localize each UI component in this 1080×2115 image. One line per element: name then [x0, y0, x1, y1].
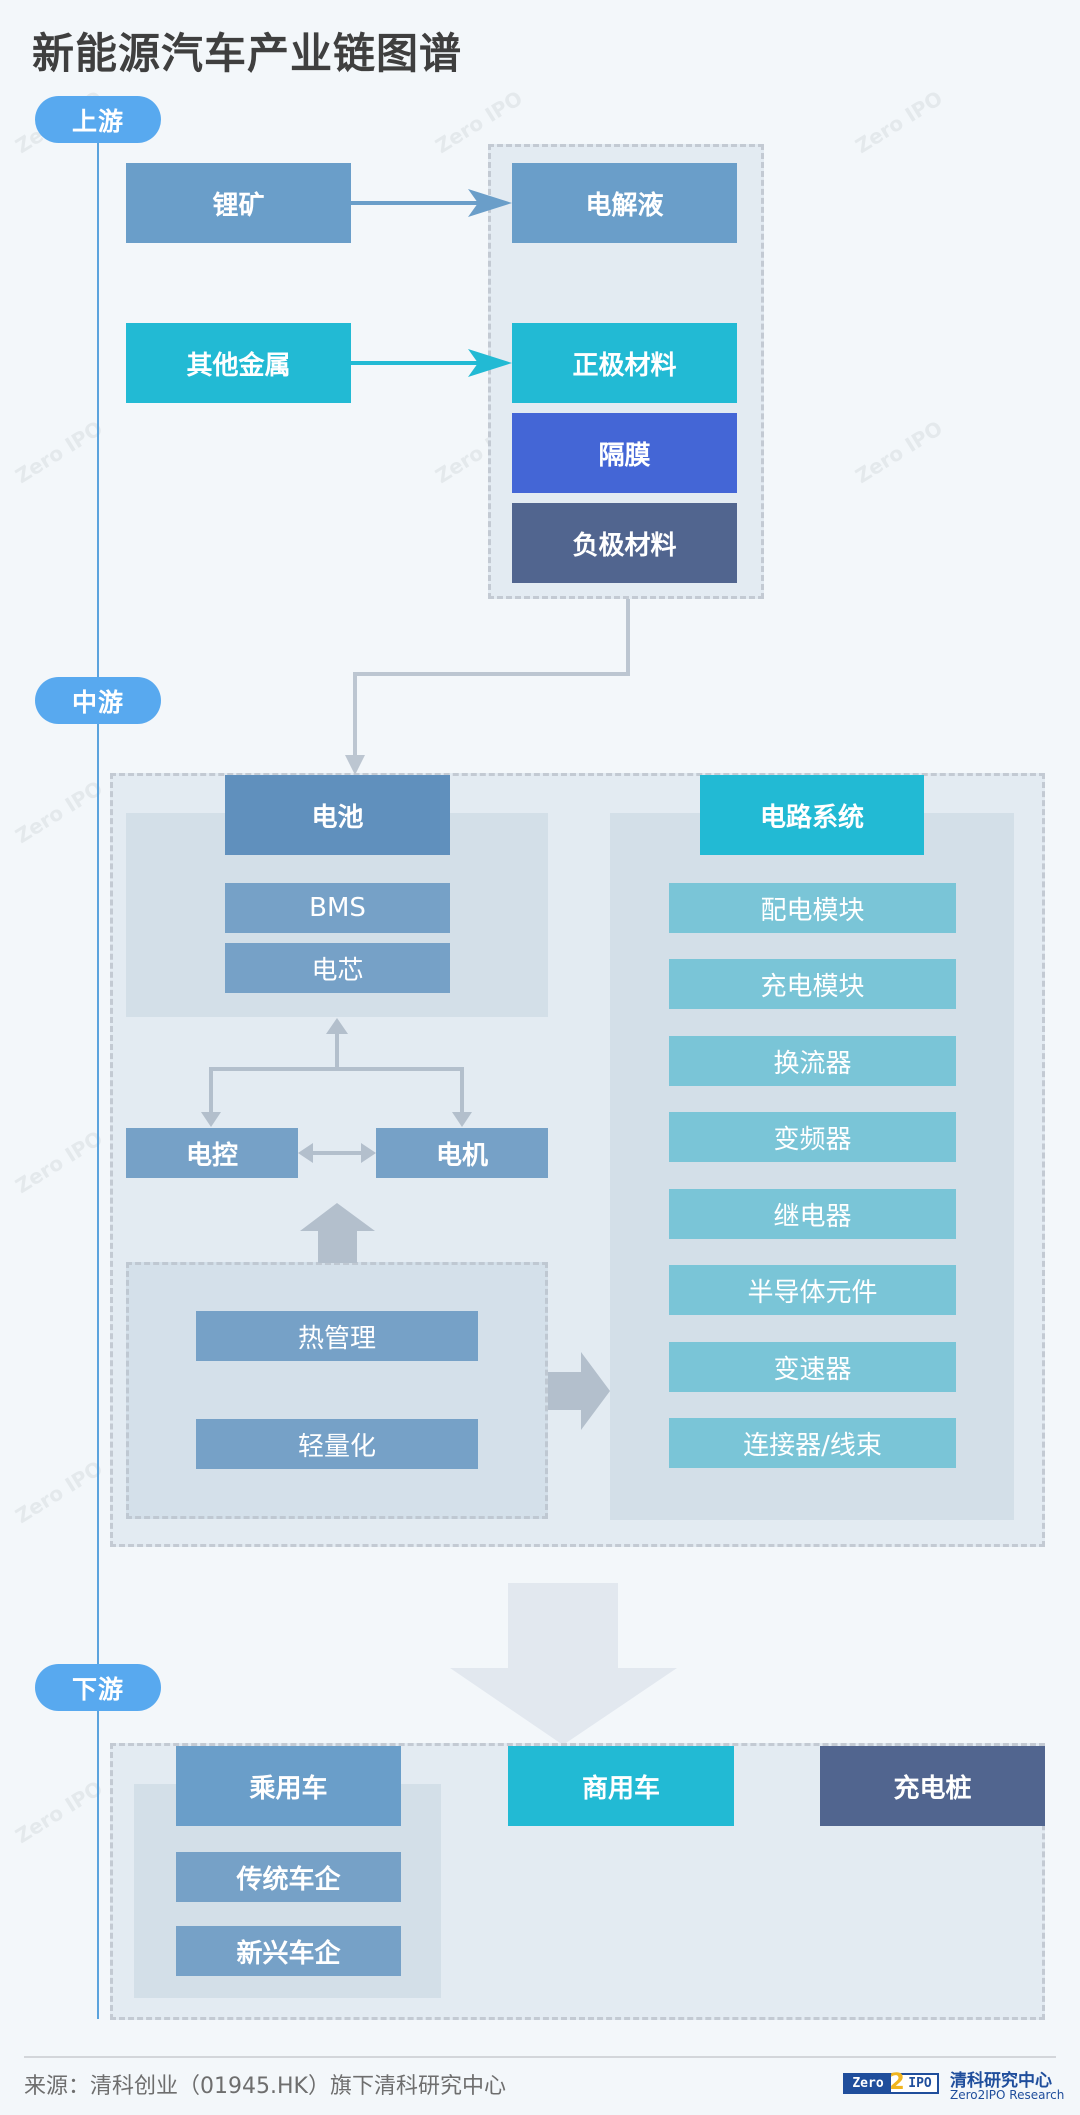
- node-electronic-control: 电控: [126, 1128, 298, 1178]
- node-connector-harness: 连接器/线束: [669, 1418, 956, 1468]
- watermark: Zero IPO: [11, 415, 107, 489]
- watermark: Zero IPO: [11, 1125, 107, 1199]
- footer-divider: [24, 2056, 1056, 2058]
- watermark: Zero IPO: [851, 415, 947, 489]
- zero2ipo-logo: Zero 2 IPO: [843, 2070, 939, 2095]
- node-motor: 电机: [376, 1128, 548, 1178]
- node-charging-module: 充电模块: [669, 959, 956, 1009]
- node-lithium-mine: 锂矿: [126, 163, 351, 243]
- node-transmission: 变速器: [669, 1342, 956, 1392]
- page-title: 新能源汽车产业链图谱: [32, 29, 463, 78]
- node-commercial-vehicle: 商用车: [508, 1746, 734, 1826]
- node-charging-pile: 充电桩: [820, 1746, 1045, 1826]
- stage-timeline: [97, 143, 99, 2019]
- logo-zero-text: Zero: [845, 2075, 891, 2092]
- support-systems-group: [126, 1262, 548, 1519]
- node-anode-material: 负极材料: [512, 503, 737, 583]
- node-semiconductor-component: 半导体元件: [669, 1265, 956, 1315]
- source-note: 来源：清科创业（01945.HK）旗下清科研究中心: [24, 2074, 506, 2099]
- node-relay: 继电器: [669, 1189, 956, 1239]
- node-circuit-system-header: 电路系统: [700, 775, 924, 855]
- node-electrolyte: 电解液: [512, 163, 737, 243]
- watermark: Zero IPO: [11, 775, 107, 849]
- logo-org-name-cn: 清科研究中心: [950, 2071, 1052, 2091]
- node-inverter: 变频器: [669, 1112, 956, 1162]
- logo-org-name-en: Zero2IPO Research: [950, 2088, 1065, 2102]
- node-power-distribution-module: 配电模块: [669, 883, 956, 933]
- node-emerging-automakers: 新兴车企: [176, 1926, 401, 1976]
- stage-midstream-label: 中游: [35, 677, 161, 724]
- node-other-metals: 其他金属: [126, 323, 351, 403]
- watermark: Zero IPO: [851, 85, 947, 159]
- node-traditional-automakers: 传统车企: [176, 1852, 401, 1902]
- node-lightweighting: 轻量化: [196, 1419, 478, 1469]
- node-thermal-management: 热管理: [196, 1311, 478, 1361]
- stage-upstream-label: 上游: [35, 96, 161, 143]
- stage-downstream-label: 下游: [35, 1664, 161, 1711]
- node-separator: 隔膜: [512, 413, 737, 493]
- watermark: Zero IPO: [11, 1775, 107, 1849]
- node-cathode-material: 正极材料: [512, 323, 737, 403]
- node-battery-header: 电池: [225, 775, 450, 855]
- watermark: Zero IPO: [11, 1455, 107, 1529]
- node-cell: 电芯: [225, 943, 450, 993]
- node-bms: BMS: [225, 883, 450, 933]
- node-passenger-car: 乘用车: [176, 1746, 401, 1826]
- arrow-materials-to-battery-icon: [345, 599, 630, 775]
- node-converter: 换流器: [669, 1036, 956, 1086]
- logo-ipo-text: IPO: [908, 2076, 932, 2091]
- logo-two-text: 2: [889, 2070, 905, 2095]
